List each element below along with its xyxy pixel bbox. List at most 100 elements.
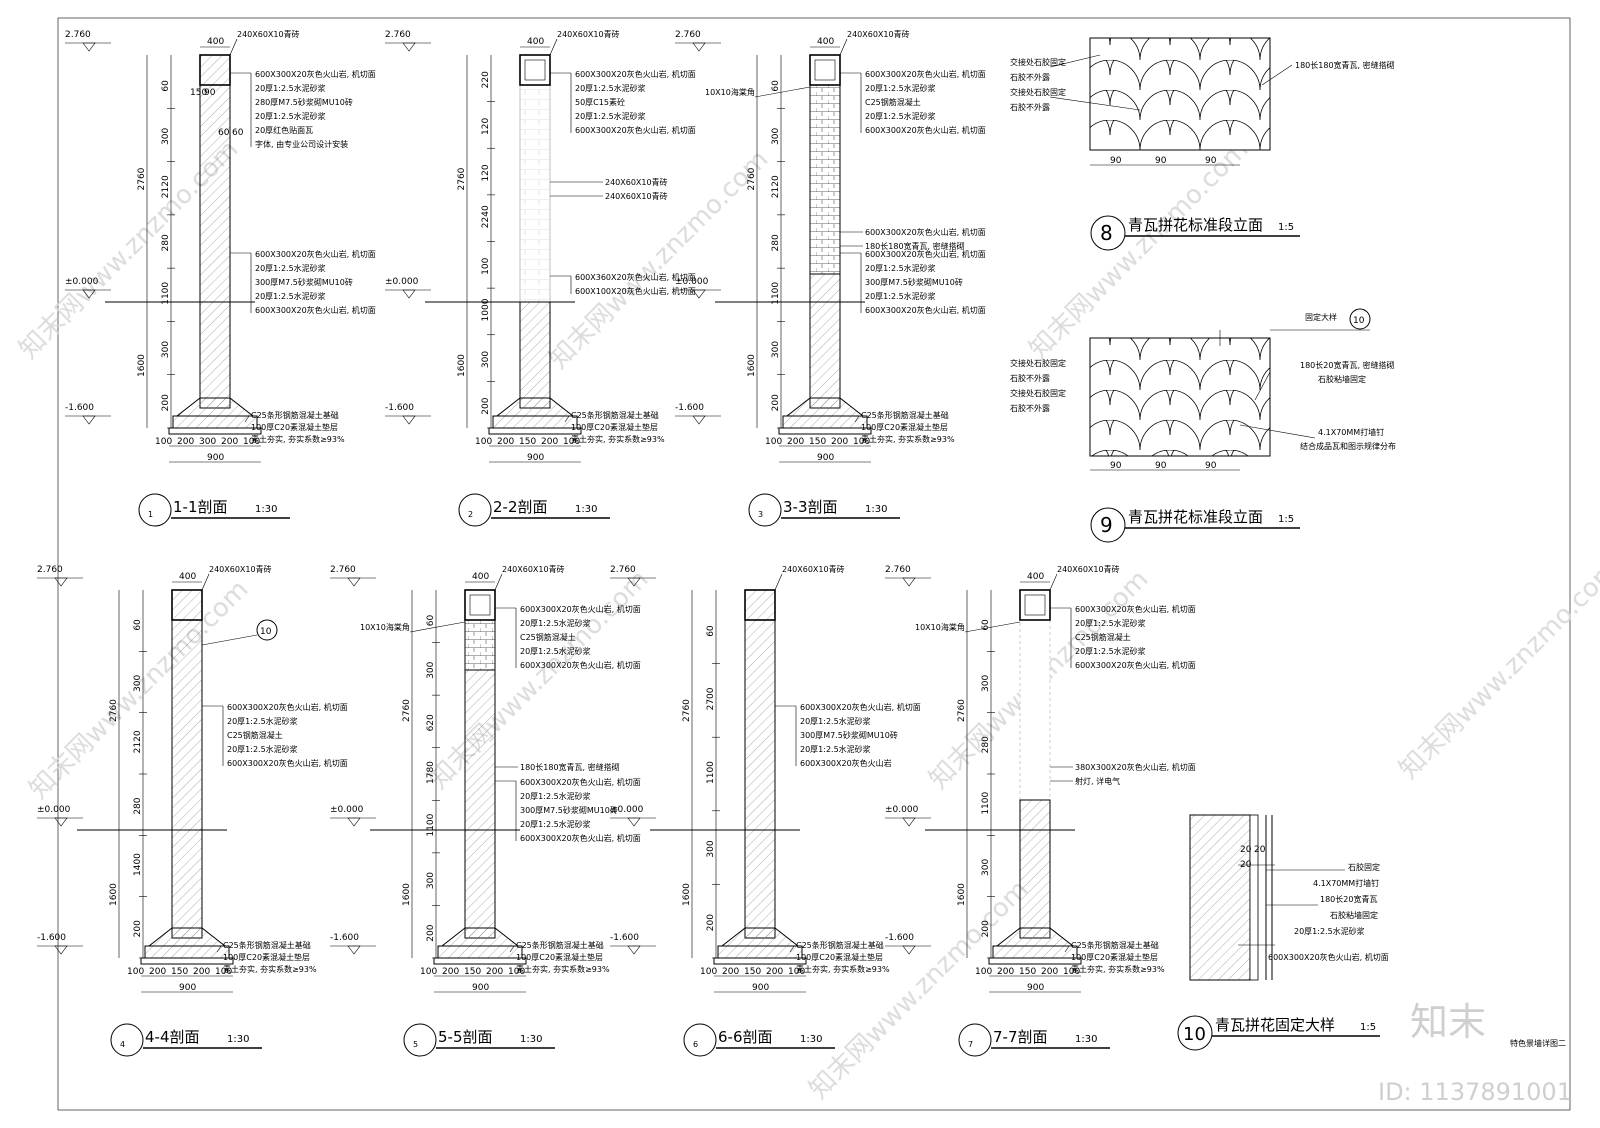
dimension: 60 xyxy=(133,619,143,631)
concrete-cushion xyxy=(778,427,872,435)
dimension: 400 xyxy=(207,37,224,47)
dimension: 1400 xyxy=(133,853,143,876)
leader-line xyxy=(964,621,1021,633)
foundation-note: 100厚C20素混凝土垫层 xyxy=(251,422,338,432)
level-label: -1.600 xyxy=(885,933,914,943)
layer-note: 280厚M7.5砂浆砌MU10砖 xyxy=(255,97,353,107)
level-mark xyxy=(402,415,416,425)
footing xyxy=(495,397,575,417)
level-label: -1.600 xyxy=(385,403,414,413)
cap-core xyxy=(469,594,491,616)
note: 20厚1:2.5水泥砂浆 xyxy=(1294,926,1365,936)
detail-number-circle xyxy=(1090,507,1126,543)
section-scale: 1:30 xyxy=(865,504,887,515)
dimension: 90 xyxy=(1155,461,1167,471)
concrete-cushion xyxy=(168,427,262,435)
level-mark xyxy=(902,945,916,955)
dimension: 620 xyxy=(426,714,436,731)
cap-core xyxy=(524,59,546,81)
note: 石胶不外露 xyxy=(1010,102,1050,112)
section-number: 5 xyxy=(413,1040,418,1049)
foundation-note: 100厚C20素混凝土垫层 xyxy=(861,422,948,432)
dimension: 900 xyxy=(472,983,489,993)
foundation-note: C25条形钢筋混凝土基础 xyxy=(223,940,311,950)
layer-note: 20厚1:2.5水泥砂浆 xyxy=(800,716,871,726)
footing-base xyxy=(992,945,1078,959)
layer-note: 射灯, 详电气 xyxy=(1075,776,1120,786)
dimension: 2700 xyxy=(706,687,716,710)
layer-note: 50厚C15素砼 xyxy=(575,97,625,107)
layer-note: 300厚M7.5砂浆砌MU10砖 xyxy=(255,277,353,287)
dimension: 1100 xyxy=(706,761,716,784)
section-number: 7 xyxy=(968,1040,973,1049)
dimension: 300 xyxy=(426,661,436,678)
dimension: 300 xyxy=(981,675,991,692)
column-below-grade xyxy=(199,301,231,409)
dimension: 900 xyxy=(207,453,224,463)
callout-circle xyxy=(1349,308,1371,330)
layer-note: C25钢筋混凝土 xyxy=(520,632,576,642)
level-label: 2.760 xyxy=(385,30,411,40)
level-label: ±0.000 xyxy=(885,805,919,815)
section-5: 400240X60X10青砖2.760±0.000-1.600276016006… xyxy=(330,564,641,1057)
level-mark xyxy=(627,817,641,827)
note: 180长180宽青瓦, 密缝搭砌 xyxy=(1295,60,1395,70)
section-title: 2-2剖面 xyxy=(493,498,548,516)
detail-title: 青瓦拼花标准段立面 xyxy=(1128,216,1263,234)
leader-line xyxy=(216,945,222,953)
dimension: 300 xyxy=(981,859,991,876)
level-label: 2.760 xyxy=(885,565,911,575)
column-body xyxy=(809,273,841,303)
level-mark xyxy=(54,817,68,827)
leader-line xyxy=(509,945,515,953)
dimension: 100 xyxy=(215,967,232,977)
foundation-note: 素土夯实, 夯实系数≥93% xyxy=(223,964,317,974)
column-below-grade xyxy=(519,301,551,409)
leader-line xyxy=(409,621,466,633)
foundation-note: C25条形钢筋混凝土基础 xyxy=(796,940,884,950)
layer-note: 20厚1:2.5水泥砂浆 xyxy=(865,111,936,121)
column-cap xyxy=(171,589,203,621)
leader-line xyxy=(1064,945,1070,953)
section-3: 400240X60X10青砖2.760±0.000-1.600276016006… xyxy=(675,29,986,527)
dimension: 200 xyxy=(722,967,739,977)
dimension: 1780 xyxy=(426,761,436,784)
dimension: 200 xyxy=(981,920,991,937)
cap-note: 240X60X10青砖 xyxy=(847,29,910,39)
layer-note: 300厚M7.5砂浆砌MU10砖 xyxy=(520,805,618,815)
dimension: 1600 xyxy=(457,354,467,377)
layer-note: 600X300X20灰色火山岩, 机切面 xyxy=(520,777,641,787)
footing xyxy=(147,927,227,947)
layer-note: 600X300X20灰色火山岩, 机切面 xyxy=(520,660,641,670)
level-mark xyxy=(402,42,416,52)
dimension: 100 xyxy=(788,967,805,977)
note: 180长20宽青瓦, 密缝搭砌 xyxy=(1300,360,1395,370)
level-label: -1.600 xyxy=(65,403,94,413)
section-title: 1-1剖面 xyxy=(173,498,228,516)
level-mark xyxy=(627,945,641,955)
detail-scale: 1:5 xyxy=(1360,1022,1376,1033)
tile-pattern-panel xyxy=(1089,337,1271,457)
detail-10: 20 20 20 石胶固定 4.1X70MM打墙钉 180长20宽青瓦 石胶粘墙… xyxy=(1177,814,1389,1051)
leader-line xyxy=(244,415,250,423)
dimension: 900 xyxy=(752,983,769,993)
layer-note: 240X60X10青砖 xyxy=(605,177,668,187)
leader-line xyxy=(201,573,210,591)
level-label: ±0.000 xyxy=(37,805,71,815)
column-cap xyxy=(519,54,551,86)
layer-note: 20厚1:2.5水泥砂浆 xyxy=(800,744,871,754)
column-cap xyxy=(744,589,776,621)
sheet-frame xyxy=(57,17,1571,1111)
section-number-circle xyxy=(748,493,782,527)
dimension: 60 xyxy=(218,128,230,138)
dimension: 280 xyxy=(981,736,991,753)
section-title: 4-4剖面 xyxy=(145,1028,200,1046)
cap-note: 240X60X10青砖 xyxy=(502,564,565,574)
layer-note: 20厚1:2.5水泥砂浆 xyxy=(575,111,646,121)
dimension: 100 xyxy=(127,967,144,977)
level-label: 2.760 xyxy=(675,30,701,40)
leader-line xyxy=(1049,573,1058,591)
foundation-note: 素土夯实, 夯实系数≥93% xyxy=(251,434,345,444)
dimension: 2760 xyxy=(682,699,692,722)
layer-note: C25钢筋混凝土 xyxy=(1075,632,1131,642)
